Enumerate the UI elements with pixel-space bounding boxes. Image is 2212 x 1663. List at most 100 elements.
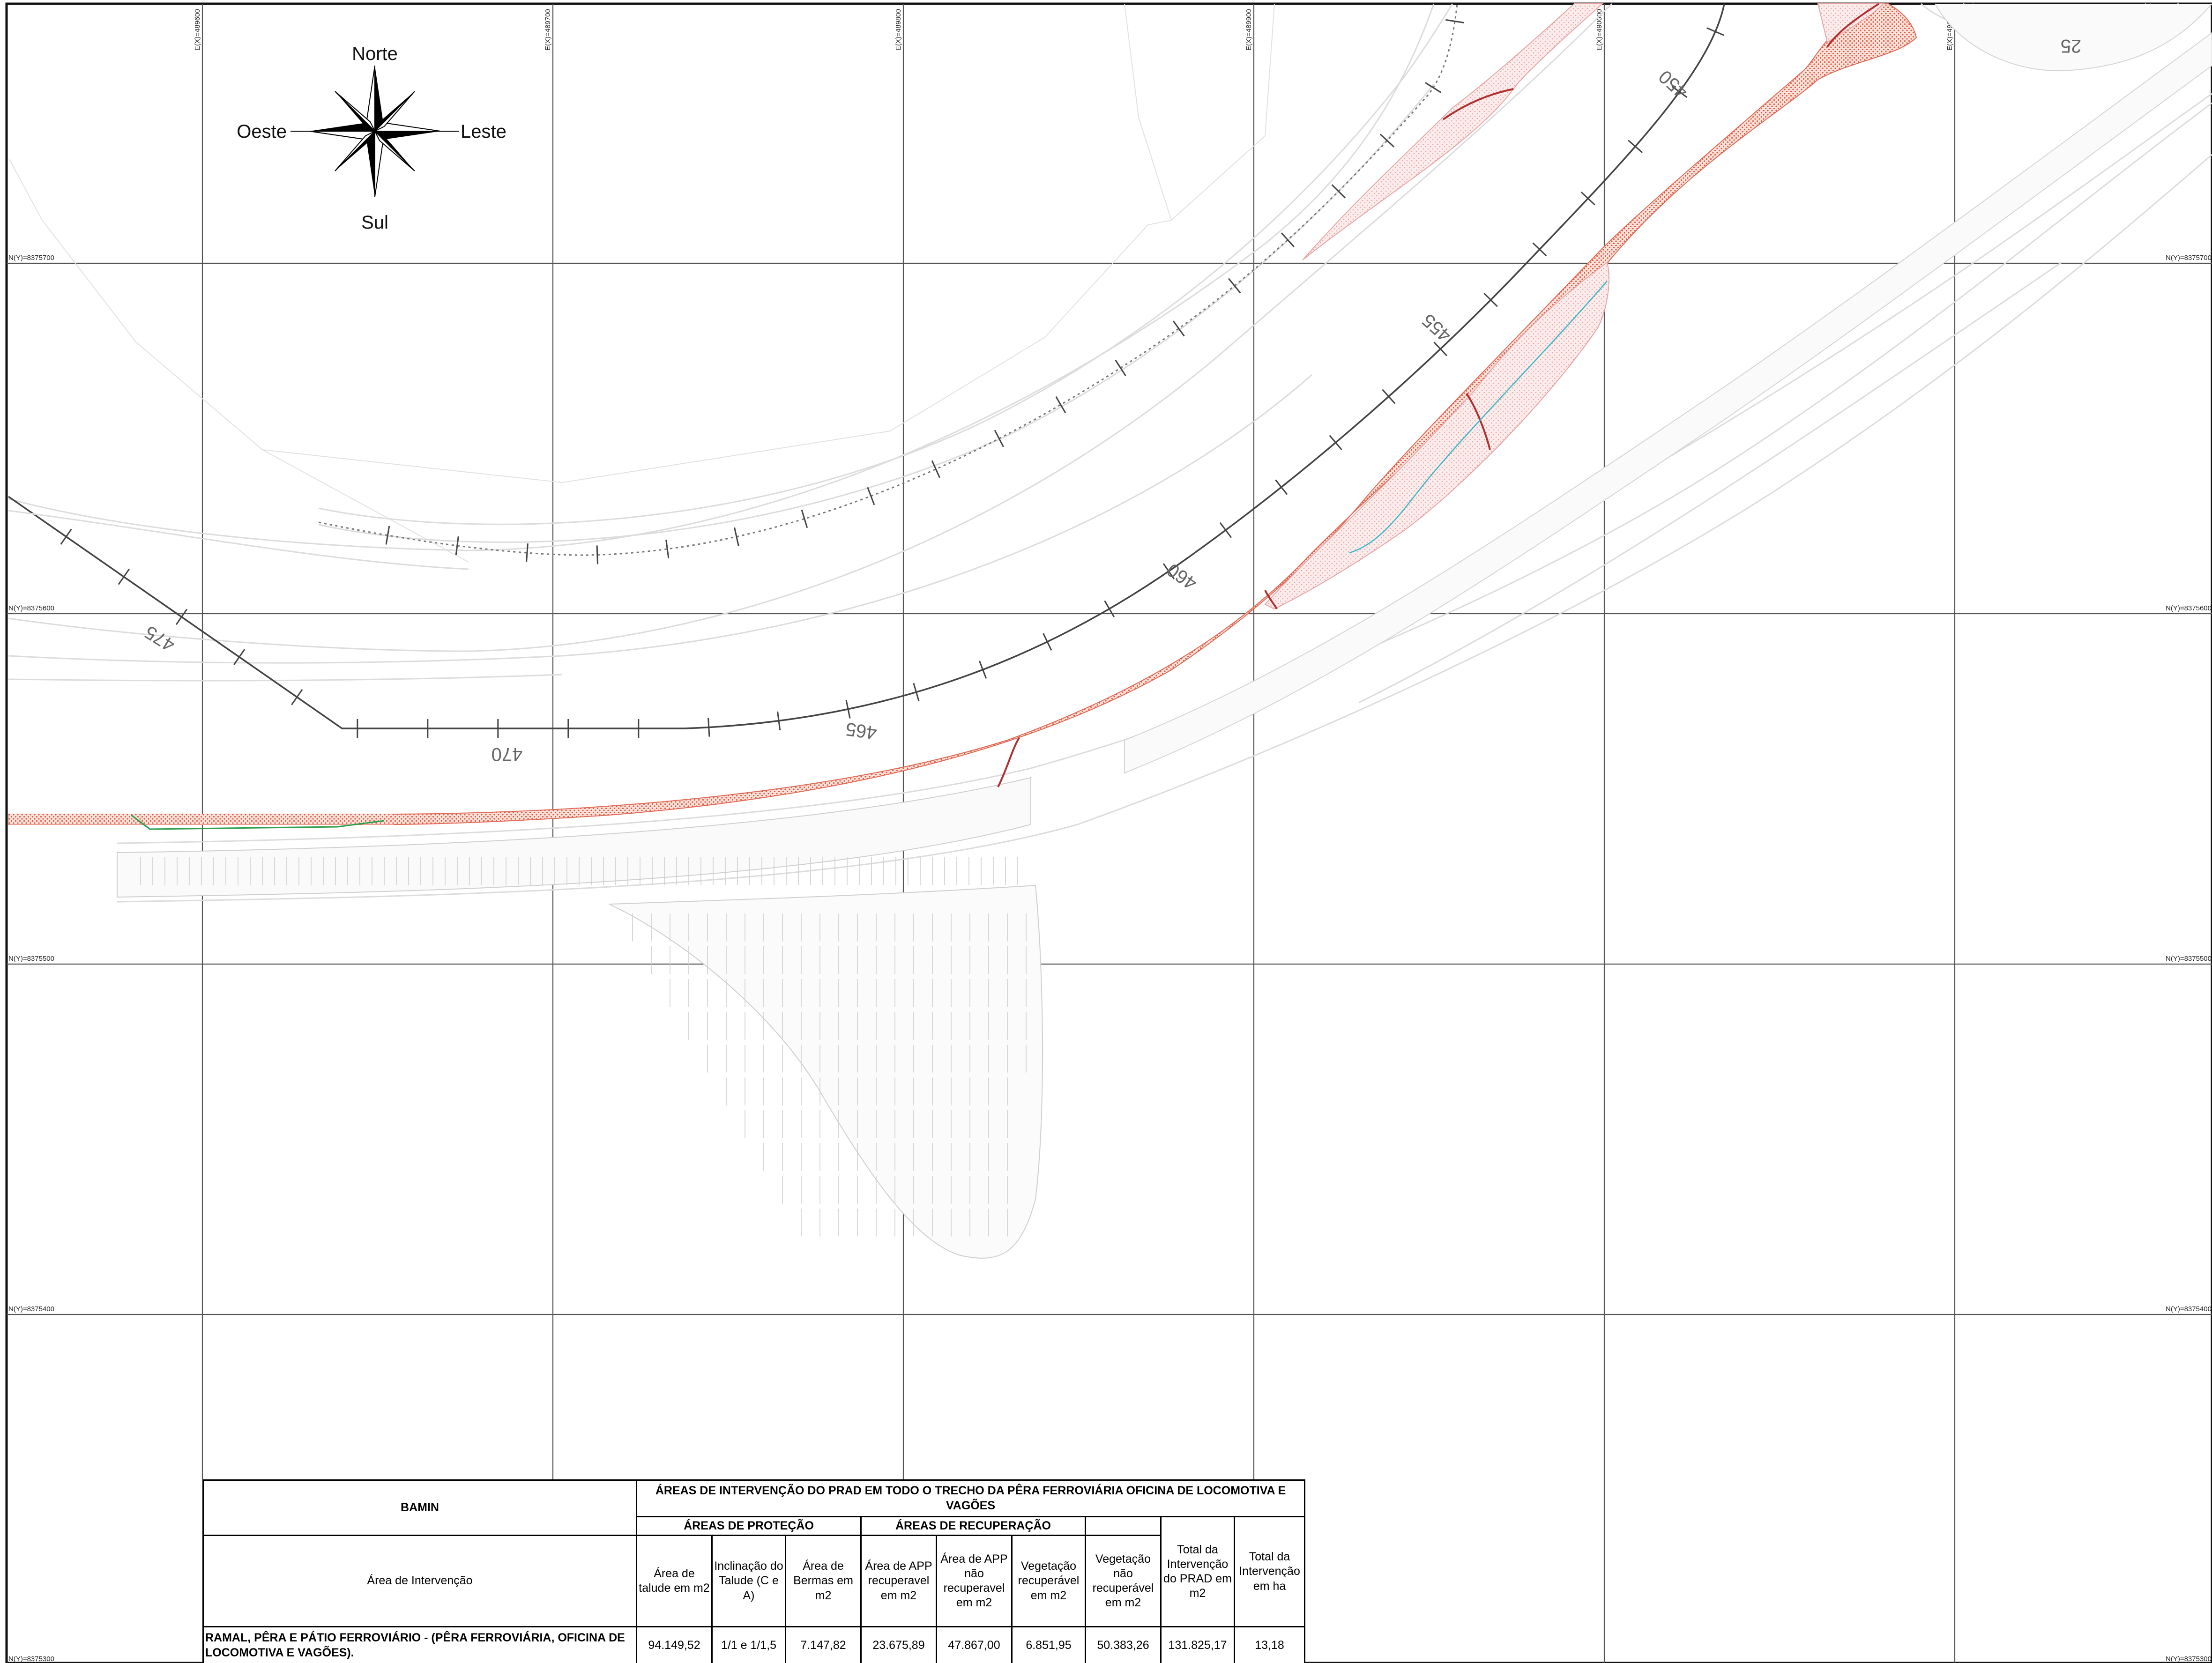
northing-label: N(Y)=8375700	[8, 254, 54, 262]
northing-label: N(Y)=8375300	[8, 1655, 54, 1663]
station-tick	[1329, 435, 1342, 451]
northing-label: N(Y)=8375500	[2166, 955, 2212, 963]
easting-label: E(X)=489700	[544, 9, 552, 51]
empty-header-cell	[1085, 1516, 1162, 1536]
station-tick	[233, 649, 246, 665]
station-label: 25	[2061, 36, 2082, 56]
northing-label: N(Y)=8375600	[2166, 604, 2212, 612]
station-tick	[1628, 140, 1643, 153]
sheet-frame	[5, 2, 2212, 1663]
station-label: 475	[141, 622, 179, 656]
station-tick	[867, 487, 875, 505]
northing-label: N(Y)=8375400	[8, 1305, 54, 1313]
station-tick	[1228, 278, 1241, 294]
row-value: 94.149,52	[636, 1626, 713, 1663]
northing-label: N(Y)=8375600	[8, 604, 54, 612]
northing-label: N(Y)=8375300	[2166, 1655, 2212, 1663]
row-value: 6.851,95	[1011, 1626, 1086, 1663]
station-tick	[1483, 293, 1498, 307]
station-tick	[1706, 27, 1724, 36]
station-tick	[385, 526, 390, 545]
station-tick	[1115, 359, 1126, 377]
compass-south-label: Sul	[361, 212, 388, 233]
rail-axis-main	[8, 3, 1725, 729]
station-tick	[1172, 320, 1185, 337]
column-header: Área de Bermas em m2	[785, 1535, 862, 1627]
app-boundary-line	[131, 814, 385, 830]
easting-label: E(X)=489900	[1245, 9, 1253, 51]
rail-axis-secondary	[318, 3, 1458, 556]
station-tick	[1379, 134, 1395, 148]
compass-west-label: Oeste	[237, 121, 287, 142]
station-tick	[777, 711, 781, 730]
station-tick	[1382, 389, 1396, 404]
station-tick	[1104, 600, 1115, 617]
station-label: 470	[492, 744, 523, 765]
terrain-lines	[8, 3, 2212, 903]
northing-labels: N(Y)=8375700 N(Y)=8375700 N(Y)=8375600 N…	[8, 254, 2212, 1663]
intervention-areas	[8, 3, 1917, 830]
area-header: Área de Intervenção	[202, 1535, 637, 1627]
compass-east-label: Leste	[461, 121, 506, 142]
prad-summary-table: BAMIN ÁREAS DE INTERVENÇÃO DO PRAD EM TO…	[202, 1479, 1306, 1663]
easting-label: E(X)=489800	[894, 9, 902, 51]
station-label: 465	[844, 718, 878, 743]
station-tick	[1331, 184, 1346, 199]
column-header: Total da Intervenção do PRAD em m2	[1160, 1516, 1235, 1627]
station-tick	[1219, 522, 1232, 538]
recovery-header: ÁREAS DE RECUPERAÇÃO	[860, 1516, 1086, 1536]
row-value: 7.147,82	[785, 1626, 862, 1663]
table-bamin-cell: BAMIN	[202, 1479, 637, 1536]
column-header: Área de APP recuperavel em m2	[860, 1535, 937, 1627]
station-tick	[526, 543, 529, 563]
station-tick	[1162, 563, 1175, 579]
station-tick	[845, 699, 851, 719]
easting-labels: E(X)=489600 E(X)=489700 E(X)=489800 E(X)…	[194, 9, 1954, 51]
station-tick	[1671, 86, 1688, 98]
compass-north-label: Norte	[352, 44, 398, 64]
station-tick	[994, 430, 1004, 447]
rail-alignments	[8, 3, 1725, 738]
station-labels: 475 470 465 460 455 450 25	[141, 36, 2081, 765]
station-tick	[1055, 396, 1066, 413]
station-tick	[708, 718, 710, 737]
protection-header: ÁREAS DE PROTEÇÃO	[636, 1516, 862, 1536]
station-tick	[60, 528, 72, 545]
column-header: Vegetação não recuperável em m2	[1085, 1535, 1162, 1627]
north-arrow-icon	[290, 65, 459, 197]
station-tick	[801, 509, 808, 528]
column-header: Área de talude em m2	[636, 1535, 713, 1627]
northing-label: N(Y)=8375700	[2166, 254, 2212, 262]
station-tick	[913, 683, 920, 702]
row-value: 13,18	[1233, 1626, 1306, 1663]
row-value: 50.383,26	[1085, 1626, 1162, 1663]
station-label: 460	[1163, 559, 1201, 594]
station-tick	[978, 661, 987, 679]
easting-label: E(X)=489600	[194, 9, 201, 51]
station-tick	[1275, 479, 1288, 495]
station-tick	[118, 568, 130, 585]
station-tick	[1043, 633, 1052, 651]
station-tick	[1433, 342, 1448, 356]
coordinate-grid	[7, 4, 2212, 1663]
station-tick	[1580, 191, 1595, 206]
station-tick	[734, 527, 739, 546]
northing-label: N(Y)=8375500	[8, 955, 54, 963]
table-main-title: ÁREAS DE INTERVENÇÃO DO PRAD EM TODO O T…	[635, 1479, 1306, 1517]
easting-label: E(X)=490000	[1595, 9, 1603, 51]
column-header: Total da Intervenção em ha	[1233, 1516, 1306, 1627]
station-tick	[1281, 232, 1295, 247]
station-tick	[455, 536, 459, 555]
column-header: Área de APP não recuperavel em m2	[936, 1535, 1013, 1627]
table-row: RAMAL, PÊRA E PÁTIO FERROVIÁRIO - (PÊRA …	[202, 1626, 1306, 1663]
row-name: RAMAL, PÊRA E PÁTIO FERROVIÁRIO - (PÊRA …	[202, 1626, 637, 1663]
row-value: 131.825,17	[1160, 1626, 1235, 1663]
row-value: 23.675,89	[860, 1626, 937, 1663]
station-tick	[1425, 82, 1442, 93]
northing-label: N(Y)=8375400	[2166, 1305, 2212, 1313]
row-value: 1/1 e 1/1,5	[711, 1626, 786, 1663]
station-tick	[175, 609, 188, 625]
station-tick	[665, 539, 670, 558]
